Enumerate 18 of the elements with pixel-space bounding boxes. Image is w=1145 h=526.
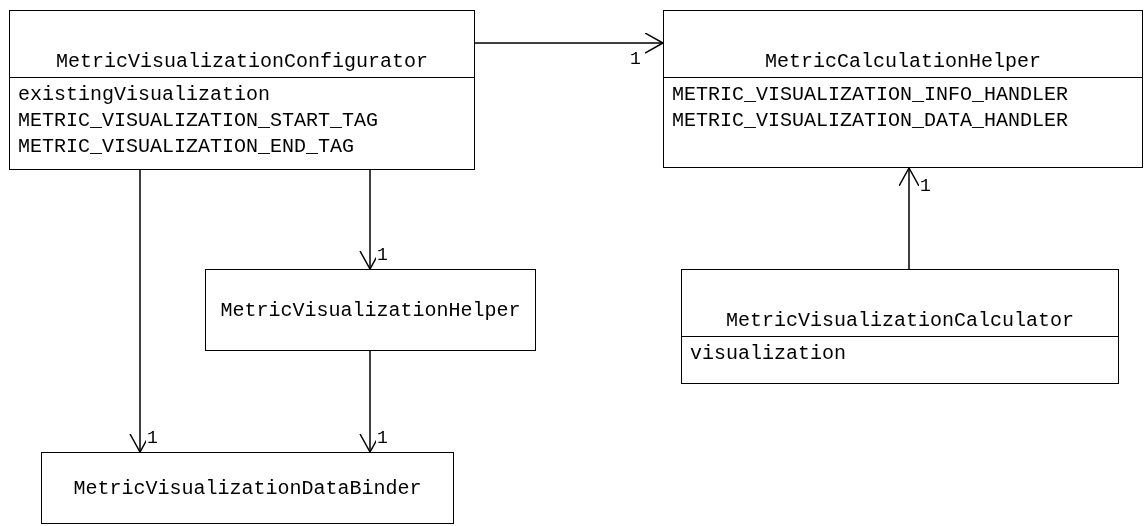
class-box [663, 10, 1143, 168]
class-name: MetricVisualizationCalculator [725, 309, 1075, 332]
class-box [205, 269, 536, 351]
attribute-text: visualization [690, 341, 848, 367]
association-arrow [898, 167, 920, 270]
attribute-text: METRIC_VISUALIZATION_DATA_HANDLER [672, 108, 1070, 134]
association-arrow [474, 32, 664, 54]
attribute-text: METRIC_VISUALIZATION_START_TAG [18, 108, 380, 134]
class-box [9, 10, 475, 170]
class-name: MetricVisualizationHelper [220, 298, 521, 322]
attribute-text: existingVisualization [18, 82, 272, 108]
class-name: MetricVisualizationDataBinder [73, 476, 422, 500]
class-box [681, 269, 1119, 384]
class-name: MetricCalculationHelper [764, 50, 1041, 73]
attribute-text: METRIC_VISUALIZATION_END_TAG [18, 134, 356, 160]
attribute-text: METRIC_VISUALIZATION_INFO_HANDLER [672, 82, 1070, 108]
class-name: MetricVisualizationConfigurator [55, 50, 429, 73]
class-box [41, 452, 454, 524]
